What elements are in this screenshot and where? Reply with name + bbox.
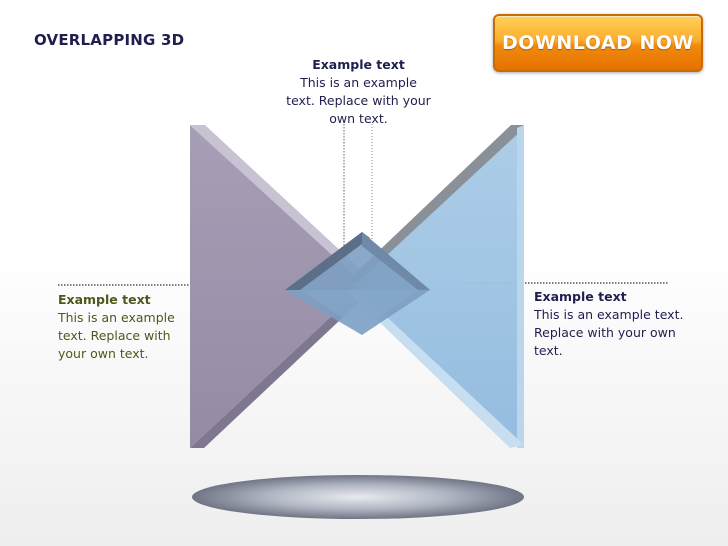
overlap-diamond xyxy=(285,232,430,335)
right-triangle-top-bevel xyxy=(346,125,524,282)
right-triangle-edge xyxy=(517,125,524,448)
shadow-ellipse xyxy=(192,475,524,519)
top-callout-body: This is an example text. Replace with yo… xyxy=(286,75,431,126)
page-title: OVERLAPPING 3D xyxy=(34,31,185,49)
right-callout-body: This is an example text. Replace with yo… xyxy=(534,307,684,358)
right-callout: Example text This is an example text. Re… xyxy=(534,288,684,360)
top-callout: Example text This is an example text. Re… xyxy=(286,56,431,128)
overlap-diamond-right-bevel xyxy=(362,232,430,290)
download-now-button[interactable]: DOWNLOAD NOW xyxy=(493,14,703,72)
overlap-diamond-bottom-bevel xyxy=(300,290,418,330)
right-callout-heading: Example text xyxy=(534,289,627,304)
left-callout: Example text This is an example text. Re… xyxy=(58,291,198,363)
left-triangle-bottom-bevel xyxy=(190,285,372,448)
left-callout-body: This is an example text. Replace with yo… xyxy=(58,310,175,361)
left-triangle-top-bevel xyxy=(190,125,372,285)
right-triangle-bottom-bevel xyxy=(346,290,524,448)
overlap-diamond-top-bevel xyxy=(285,232,370,290)
left-triangle-face xyxy=(190,125,365,448)
right-triangle-face xyxy=(352,125,524,448)
top-callout-heading: Example text xyxy=(312,57,405,72)
left-callout-heading: Example text xyxy=(58,292,151,307)
